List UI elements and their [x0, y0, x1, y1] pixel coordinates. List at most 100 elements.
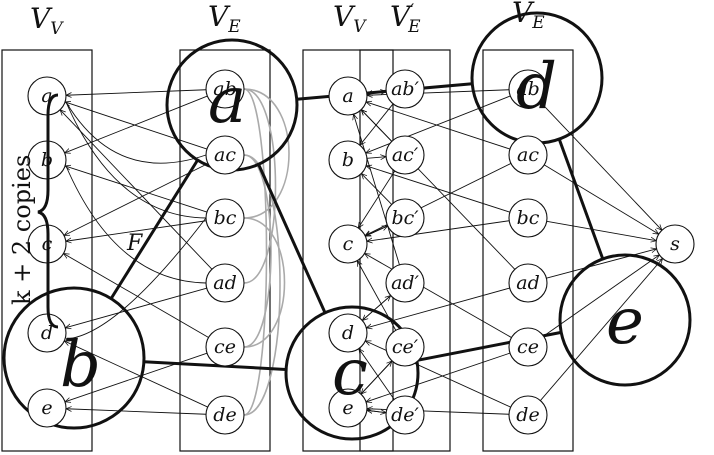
big-vertex-circle-b [2, 286, 146, 430]
edge-col5-3-to-col3-3 [366, 287, 510, 328]
node-label: e [41, 397, 52, 419]
node-circle [328, 224, 368, 264]
column-header-vv-left: VV [30, 2, 64, 39]
node-col1-4: e [27, 388, 67, 428]
node-col4-3: ad′ [385, 263, 425, 303]
column-header-ve-right: VE [512, 0, 545, 33]
edge-col4-0-to-col3-1 [360, 103, 394, 145]
column-header-ve-left: VE [208, 0, 241, 37]
node-label: de [213, 404, 236, 426]
node-label: ab [516, 78, 540, 100]
curved-edge [65, 101, 207, 219]
node-circle [205, 327, 245, 367]
node-circle [385, 395, 425, 435]
edge-col5-1-to-sink [544, 164, 658, 234]
gadget-nodes: abcdeabacbcadcedeabcdeab′ac′bc′ad′ce′de′… [27, 69, 695, 435]
edge-col5-2-to-col3-2 [367, 220, 510, 242]
node-label: ad [516, 272, 540, 294]
curved-edge [65, 165, 207, 284]
edge-col3-4-to-col4-4 [360, 361, 392, 395]
edge-col5-4-to-col3-2 [364, 253, 512, 338]
edge-col2-5-to-col1-3 [64, 340, 208, 408]
node-label: b [342, 149, 354, 171]
node-circle [508, 198, 548, 238]
node-label: ab′ [391, 78, 419, 100]
node-col1-0: a [27, 76, 67, 116]
node-label: ac [214, 144, 236, 166]
original-edge-ab [109, 159, 199, 300]
grey-arc [243, 88, 290, 219]
edge-col3-3-to-col4-3 [361, 296, 390, 321]
original-edge-ad [296, 82, 473, 101]
node-col2-2: bc [205, 198, 245, 238]
node-col3-2: c [328, 224, 368, 264]
edge-col5-5-to-sink [540, 258, 662, 401]
node-circle [385, 263, 425, 303]
grey-arc [243, 88, 277, 284]
node-col5-4: ce [508, 327, 548, 367]
big-vertex-circle-e [558, 253, 692, 387]
edge-col5-0-to-sink [540, 102, 662, 230]
node-circle [385, 69, 425, 109]
node-circle [328, 140, 368, 180]
edge-col5-1-to-col3-0 [366, 102, 511, 150]
node-col2-0: ab [205, 69, 245, 109]
edge-col5-4-to-sink [543, 255, 660, 337]
node-col5-2: bc [508, 198, 548, 238]
edge-col2-5-to-col1-4 [66, 409, 207, 415]
edge-col2-3-to-col1-3 [65, 287, 207, 328]
node-circle [27, 388, 67, 428]
edge-col4-5-to-col3-3 [359, 349, 395, 400]
edge-col5-0-to-col3-1 [366, 95, 511, 153]
edge-col5-3-to-col3-0 [361, 110, 516, 270]
node-circle [508, 395, 548, 435]
node-circle [328, 313, 368, 353]
grey-arc [243, 217, 286, 348]
original-graph-vertices [2, 11, 692, 441]
node-label: ce′ [392, 336, 419, 358]
big-vertex-label-e: e [606, 285, 644, 359]
node-circle [385, 135, 425, 175]
node-circle [205, 395, 245, 435]
big-vertex-label-a: a [208, 64, 246, 138]
node-circle [205, 135, 245, 175]
node-label: de [516, 404, 539, 426]
edge-col3-2-to-col4-2 [365, 225, 387, 237]
big-vertex-circle-c [284, 305, 420, 441]
copies-brace-label: k + 2 copies [8, 155, 36, 305]
node-col4-2: bc′ [385, 198, 425, 238]
grey-arc [243, 88, 268, 416]
node-circle [385, 327, 425, 367]
copies-brace [37, 93, 59, 329]
node-circle [328, 388, 368, 428]
node-col1-3: d [27, 313, 67, 353]
edge-col5-2-to-sink [546, 220, 657, 240]
column-box-vv-middle [302, 49, 394, 452]
node-label: s [670, 233, 680, 255]
node-label: ce [517, 336, 539, 358]
node-label: a [41, 85, 52, 107]
node-col3-4: e [328, 388, 368, 428]
big-vertex-label-c: c [332, 336, 368, 410]
column-headers: VV VE VV V′E VE [30, 0, 545, 39]
node-col4-4: ce′ [385, 327, 425, 367]
edge-col4-3-to-col3-0 [354, 114, 400, 265]
edge-col2-1-to-col1-2 [64, 163, 209, 235]
original-edge-ac [257, 163, 327, 314]
grey-arc [243, 154, 272, 348]
edge-set-label-f: F [126, 231, 143, 256]
node-col3-1: b [328, 140, 368, 180]
node-col4-0: ab′ [385, 69, 425, 109]
original-edge-de [557, 138, 605, 260]
node-circle [508, 263, 548, 303]
edge-col5-3-to-sink [546, 249, 656, 279]
node-label: ad [213, 272, 237, 294]
node-label: ce [214, 336, 236, 358]
node-sink: s [655, 224, 695, 264]
node-col2-5: de [205, 395, 245, 435]
node-label: ac [517, 144, 539, 166]
original-graph-edges [109, 82, 605, 371]
node-col5-1: ac [508, 135, 548, 175]
node-label: ac′ [392, 144, 419, 166]
edge-col3-4-to-col4-5 [366, 410, 386, 412]
